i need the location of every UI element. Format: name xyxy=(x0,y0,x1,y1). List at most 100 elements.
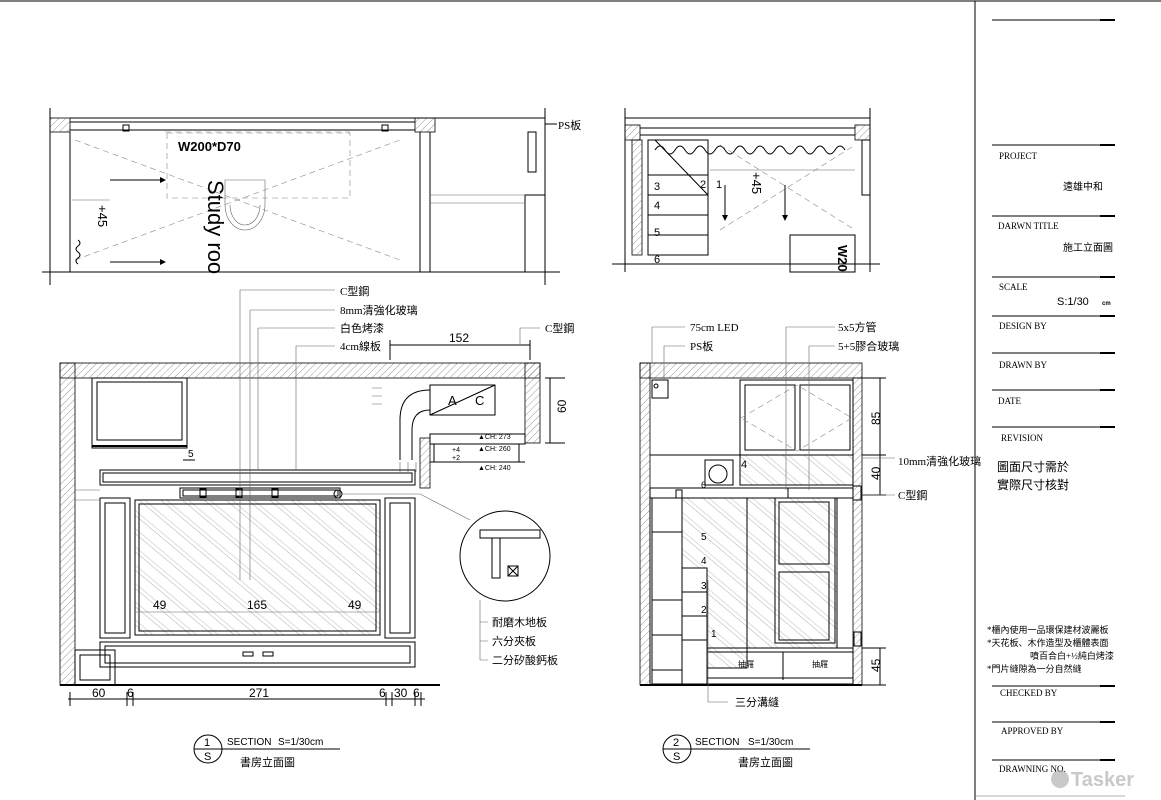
step-number: 2 xyxy=(700,179,706,191)
elevation-left: A C ▲CH: 273 ▲CH: 260 ▲CH: 240 +4 +2 152… xyxy=(59,284,574,769)
revision-label: REVISION xyxy=(1001,433,1043,443)
step-number: 4 xyxy=(701,556,707,567)
callout-tempered-glass: 8mm清強化玻璃 xyxy=(340,303,418,317)
date-label: DATE xyxy=(998,396,1021,406)
dimension-40: 40 xyxy=(869,466,883,480)
dimension-60: 60 xyxy=(555,399,569,413)
section-marker-1: 1 S SECTION S=1/30cm 書房立面圖 xyxy=(193,734,340,769)
spec-note: *天花板、木作造型及櫃體表面 xyxy=(987,637,1109,648)
callout-c-steel: C型鋼 xyxy=(898,488,927,502)
plan-left: W200*D70 Study roo +45 PS板 xyxy=(42,108,581,285)
project-value: 遠雄中和 xyxy=(1063,180,1103,193)
ceiling-height: ▲CH: 240 xyxy=(478,465,511,472)
ac-label-a: A xyxy=(448,393,457,408)
drawer-label: 抽屜 xyxy=(738,659,754,669)
ps-board-label: PS板 xyxy=(558,118,581,132)
ac-label-c: C xyxy=(475,393,484,408)
desk-size-label: W20 xyxy=(835,245,850,272)
step-number: 2 xyxy=(701,605,707,616)
panel-dimension: 165 xyxy=(247,598,267,612)
bottom-dimension: 60 xyxy=(92,686,106,700)
spec-note: *門片縫隙為一分自然縫 xyxy=(987,663,1082,674)
airflow-arrows-icon xyxy=(372,387,417,472)
step-number: 1 xyxy=(711,629,717,640)
spec-note: 噴百合白+½純白烤漆 xyxy=(1030,650,1114,661)
step-number: 3 xyxy=(701,581,707,592)
callout-floor-wood: 耐磨木地板 xyxy=(492,615,547,629)
callout-c-steel: C型鋼 xyxy=(340,284,369,298)
tasker-watermark: Tasker xyxy=(1051,769,1134,791)
step-number: 3 xyxy=(654,181,660,193)
bottom-dimension: 6 xyxy=(413,686,420,700)
callout-led: 75cm LED xyxy=(690,322,739,334)
bottom-dimension: 271 xyxy=(249,686,269,700)
floor-level-label: +45 xyxy=(749,172,764,194)
step-number: 4 xyxy=(654,200,660,212)
scale-unit: cm xyxy=(1102,301,1111,307)
dimension-85: 85 xyxy=(869,411,883,425)
dimension-152: 152 xyxy=(449,331,469,345)
section-number: 2 xyxy=(673,737,679,749)
drawing-no-label: DRAWNING NO. xyxy=(999,764,1066,774)
section-marker-2: 2 S SECTION S=1/30cm 書房立面圖 xyxy=(662,734,810,769)
watermark-text: Tasker xyxy=(1071,769,1134,791)
drawn-title-label: DARWN TITLE xyxy=(998,221,1059,231)
callout-c-steel-right: C型鋼 xyxy=(545,321,574,335)
title-block: PROJECT 遠雄中和 DARWN TITLE 施工立面圖 SCALE S:1… xyxy=(975,19,1134,797)
dimension-note-line2: 實際尺寸核對 xyxy=(997,477,1069,492)
detail-bubble xyxy=(459,510,551,602)
callout-plywood: 六分夾板 xyxy=(492,634,536,648)
room-name-label: Study roo xyxy=(203,180,228,274)
ceiling-offset: +2 xyxy=(452,455,460,462)
panel-dimension: 49 xyxy=(153,598,167,612)
scale-value: S:1/30 xyxy=(1057,296,1089,308)
drawn-title-value: 施工立面圖 xyxy=(1063,241,1113,254)
section-letter: S xyxy=(204,751,211,763)
floor-level-label: +45 xyxy=(95,205,110,227)
step-number: 5 xyxy=(654,227,660,239)
step-number: 6 xyxy=(701,480,706,490)
drawn-by-label: DRAWN BY xyxy=(999,360,1048,370)
section-label: SECTION xyxy=(695,737,739,748)
step-number: 5 xyxy=(701,532,707,543)
spec-note: *櫃內使用一品環保建材波麗板 xyxy=(987,624,1109,635)
callout-ps-board: PS板 xyxy=(690,339,713,353)
callout-glass-10mm: 10mm清強化玻璃 xyxy=(898,454,981,468)
callout-laminated-glass: 5+5膠合玻璃 xyxy=(838,339,899,353)
section-scale: S=1/30cm xyxy=(748,737,793,748)
project-label: PROJECT xyxy=(999,151,1038,161)
step-number: 6 xyxy=(654,254,660,266)
section-letter: S xyxy=(673,751,680,763)
section-title: 書房立面圖 xyxy=(240,755,295,769)
step-number: 4 xyxy=(741,459,747,471)
dimension-45: 45 xyxy=(869,658,883,672)
section-scale: S=1/30cm xyxy=(278,737,323,748)
drawer-label: 抽屜 xyxy=(812,659,828,669)
approved-by-label: APPROVED BY xyxy=(1001,726,1064,736)
callout-moulding: 4cm線板 xyxy=(340,339,381,353)
section-number: 1 xyxy=(204,737,210,749)
checked-by-label: CHECKED BY xyxy=(1000,688,1058,698)
ceiling-height: ▲CH: 273 xyxy=(478,434,511,441)
dimension-note-line1: 圖面尺寸需於 xyxy=(997,459,1069,474)
callout-groove: 三分溝縫 xyxy=(735,695,779,709)
bottom-dimension: 6 xyxy=(127,686,134,700)
section-title: 書房立面圖 xyxy=(738,755,793,769)
ceiling-height: ▲CH: 260 xyxy=(478,446,511,453)
bottom-dimension: 6 xyxy=(379,686,386,700)
scale-label: SCALE xyxy=(999,282,1028,292)
step-number: 1 xyxy=(716,179,722,191)
callout-white-paint: 白色烤漆 xyxy=(340,321,384,335)
elevation-right: 4 6 抽屜 抽屜 5 4 3 2 1 xyxy=(639,320,981,769)
panel-dimension: 49 xyxy=(348,598,362,612)
plan-right: 1 2 3 4 5 6 +45 W20 xyxy=(612,108,880,273)
design-by-label: DESIGN BY xyxy=(999,321,1047,331)
bottom-dimension: 30 xyxy=(394,686,408,700)
mark-5: 5 xyxy=(188,449,194,460)
section-label: SECTION xyxy=(227,737,271,748)
desk-size-label: W200*D70 xyxy=(178,139,241,154)
ceiling-offset: +4 xyxy=(452,447,460,454)
callout-calcium-board: 二分矽酸鈣板 xyxy=(492,653,558,667)
